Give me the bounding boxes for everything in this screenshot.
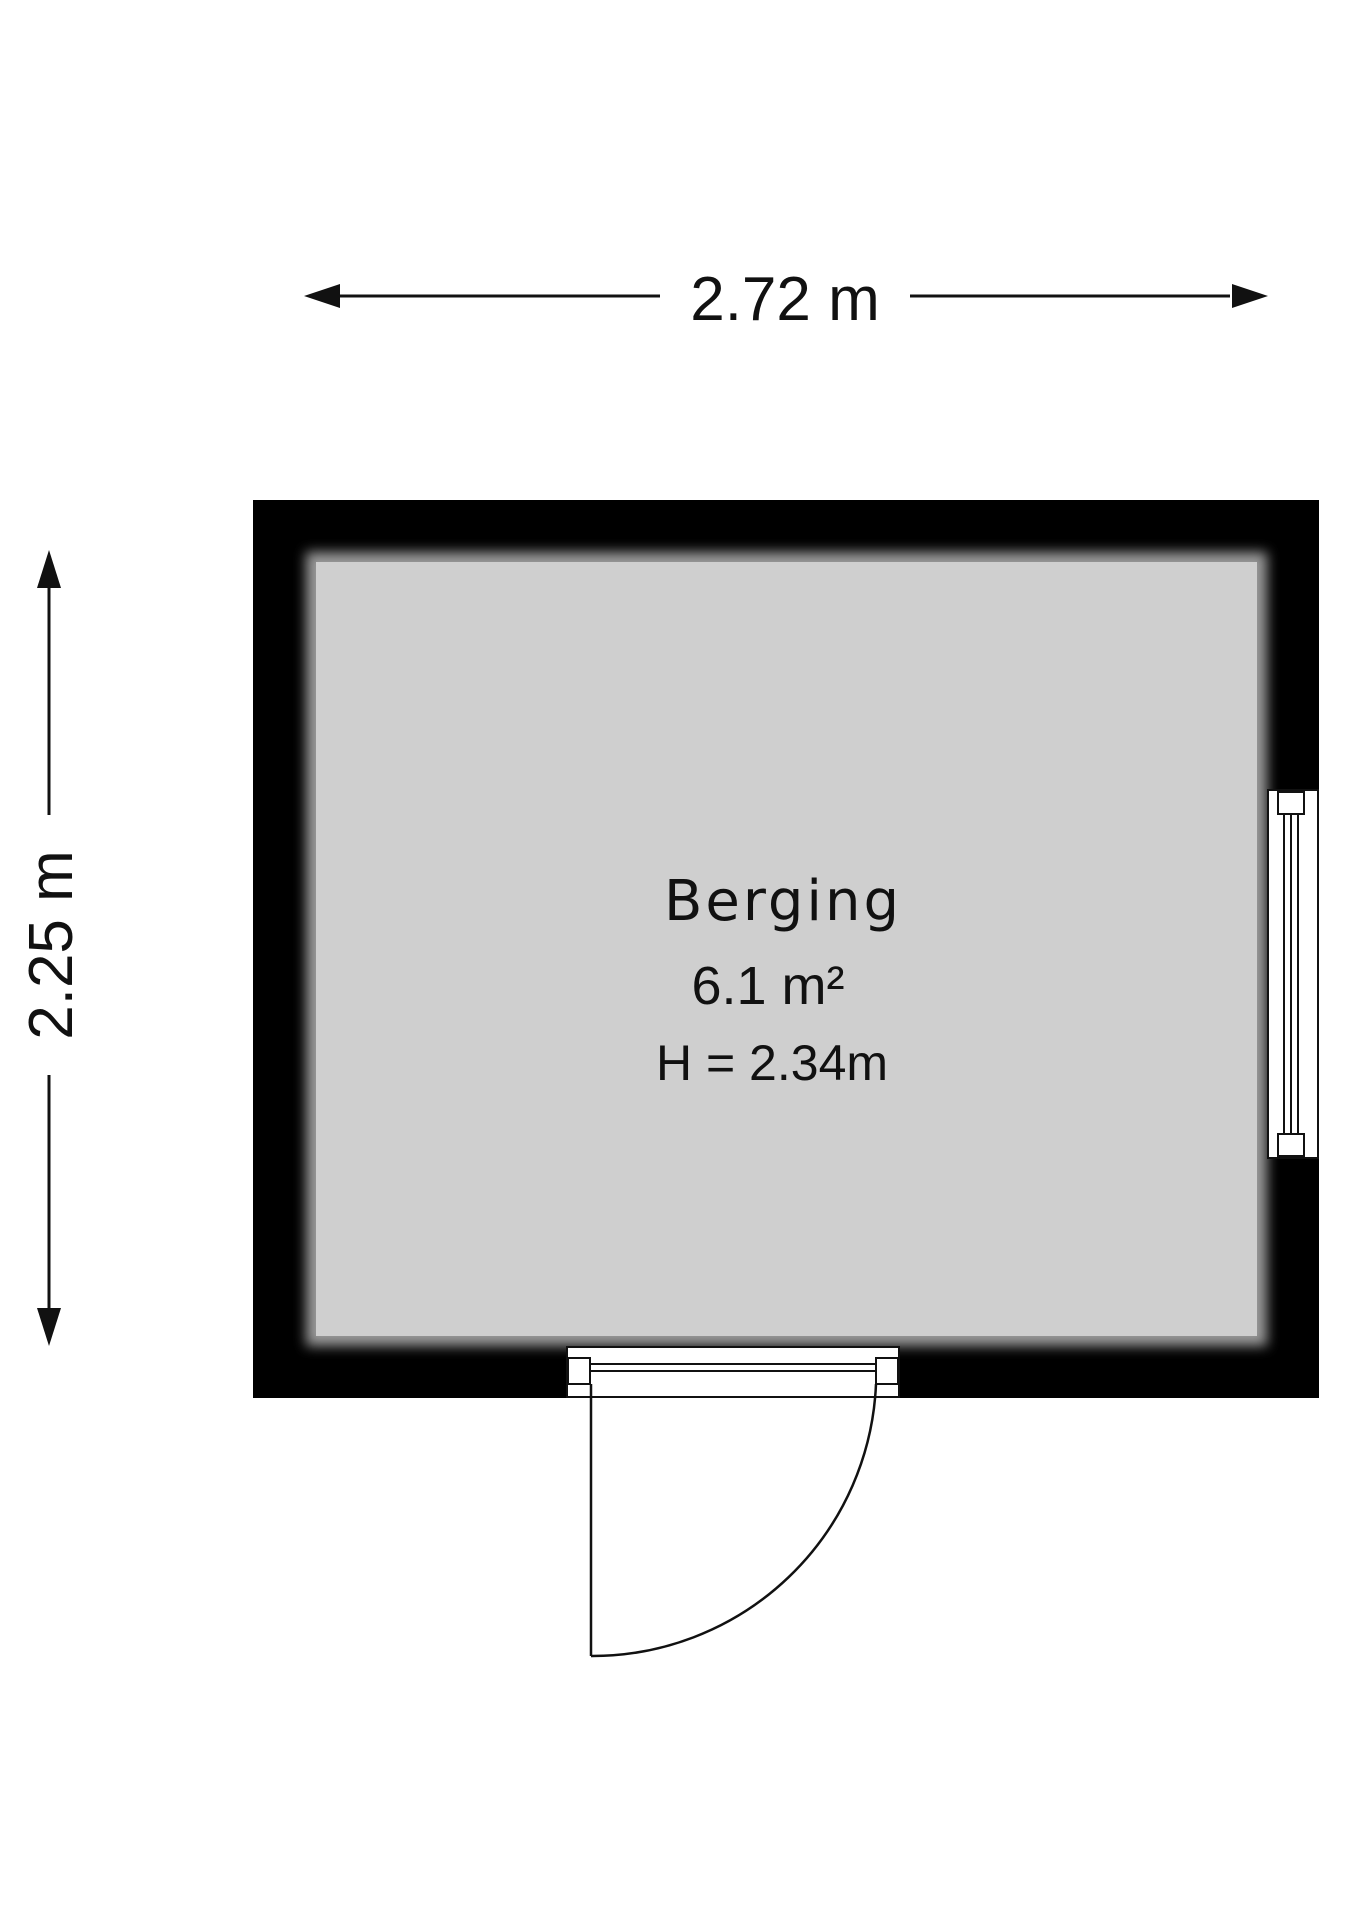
- door-jamb-left: [567, 1357, 591, 1385]
- arrowhead-up-icon: [37, 550, 61, 588]
- window-sill-bottom: [1277, 1133, 1305, 1157]
- arrowhead-left-icon: [304, 284, 340, 308]
- room-height: H = 2.34m: [656, 1035, 888, 1091]
- door: [566, 1346, 900, 1658]
- window-frame-outer: [1267, 789, 1319, 1159]
- window-opening: [1267, 790, 1319, 1158]
- room-area: 6.1 m²: [691, 956, 844, 1016]
- depth-label: 2.25 m: [17, 850, 86, 1040]
- window-sill-top: [1277, 791, 1305, 815]
- width-dimension: 2.72 m: [304, 265, 1268, 334]
- width-label: 2.72 m: [690, 265, 880, 334]
- depth-dimension: 2.25 m: [17, 550, 86, 1346]
- arrowhead-right-icon: [1232, 284, 1268, 308]
- floor: [316, 562, 1257, 1336]
- door-jamb-right: [875, 1357, 899, 1385]
- arrowhead-down-icon: [37, 1308, 61, 1346]
- door-swing-arc: [590, 1383, 878, 1658]
- room-name: Berging: [664, 869, 902, 934]
- window: [1267, 789, 1319, 1159]
